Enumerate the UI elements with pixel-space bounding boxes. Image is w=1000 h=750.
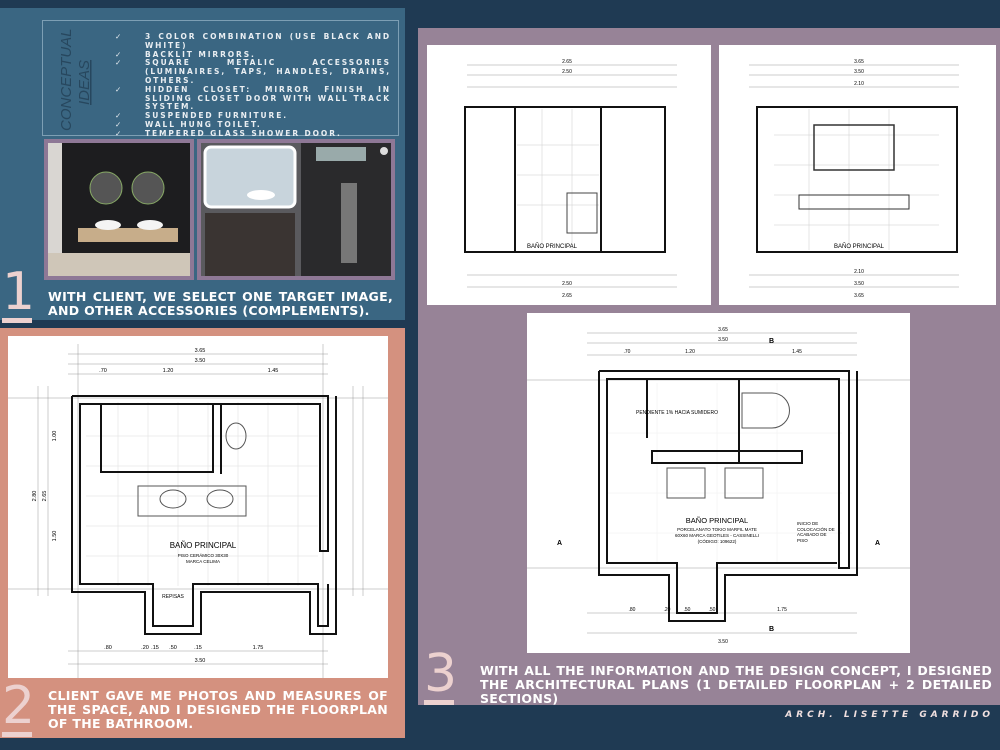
dimension-label: 2.10 [854, 269, 864, 275]
dimension-label: 3.50 [195, 358, 206, 364]
section-mark-a: A [875, 540, 880, 547]
svg-text:CONCEPTUAL: CONCEPTUAL [58, 28, 75, 131]
step-3-caption: WITH ALL THE INFORMATION AND THE DESIGN … [480, 663, 992, 706]
room-name-label: BAÑO PRINCIPAL [170, 541, 237, 550]
idea-item: BACKLIT MIRRORS. [115, 50, 391, 60]
dimension-label: 1.75 [253, 645, 264, 651]
dimension-label: 2.65 [562, 293, 572, 299]
dimension-label: 3.50 [195, 658, 206, 664]
section-b-sheet: BAÑO PRINCIPAL 3.65 3.50 2.10 2.10 3.50 … [719, 45, 996, 305]
dimension-label: .80 [104, 645, 112, 651]
dimension-label: 3.65 [854, 59, 864, 65]
step-number-2: 2 [2, 676, 36, 737]
dimension-label: 1.45 [792, 349, 802, 355]
dimension-label: 3.50 [854, 281, 864, 287]
conceptual-ideas-box: CONCEPTUAL IDEAS 3 COLOR COMBINATION (US… [42, 20, 399, 139]
idea-item: TEMPERED GLASS SHOWER DOOR. [115, 129, 391, 139]
step-number-3: 3 [424, 644, 458, 705]
detailed-floorplan-sheet: PENDIENTE 1% HACIA SUMIDERO BAÑO PRINCIP… [527, 313, 910, 653]
idea-item: SUSPENDED FURNITURE. [115, 111, 391, 121]
target-image-photo [44, 139, 194, 280]
room-name-label: BAÑO PRINCIPAL [834, 243, 885, 250]
dimension-label: .50 [709, 607, 716, 613]
dimension-label: 3.50 [718, 639, 728, 645]
room-name-label: BAÑO PRINCIPAL [527, 243, 578, 250]
initial-floorplan-sheet: BAÑO PRINCIPAL PISO CERÁMICO 30X30 MARCA… [8, 336, 388, 678]
dimension-label: 3.65 [854, 293, 864, 299]
dimension-label: .70 [99, 368, 107, 374]
dimension-label: .15 [194, 645, 202, 651]
dimension-label: .50 [684, 607, 691, 613]
dimension-label: .20 [141, 645, 149, 651]
repisas-label: REPISAS [162, 594, 184, 600]
dimension-label: 2.50 [562, 69, 572, 75]
dimension-label: 1.50 [52, 531, 58, 542]
dimension-label: 3.50 [718, 337, 728, 343]
idea-item: WALL HUNG TOILET. [115, 120, 391, 130]
dimension-label: 2.65 [562, 59, 572, 65]
slope-note: PENDIENTE 1% HACIA SUMIDERO [636, 410, 718, 416]
dimension-label: 1.45 [268, 368, 279, 374]
conceptual-ideas-title: CONCEPTUAL IDEAS [58, 28, 93, 131]
dimension-label: .80 [629, 607, 636, 613]
step-2-caption: CLIENT GAVE ME PHOTOS AND MEASURES OF TH… [48, 688, 388, 731]
initial-floorplan-drawing: BAÑO PRINCIPAL PISO CERÁMICO 30X30 MARCA… [8, 344, 388, 678]
dimension-label: 1.20 [685, 349, 695, 355]
section-mark-b: B [769, 626, 774, 633]
dimension-label: 2.65 [42, 491, 48, 502]
section-a-sheet: BAÑO PRINCIPAL 2.65 2.50 2.50 2.65 [427, 45, 711, 305]
finish-note: INICIO DE COLOCACIÓN DE ACABADO DE PISO [797, 521, 835, 543]
floor-note: 60X60 MARCA GEOTILES - CASSINELLI [675, 533, 759, 538]
idea-item: HIDDEN CLOSET: MIRROR FINISH IN SLIDING … [115, 85, 391, 112]
author-signature: ARCH. LISETTE GARRIDO [785, 710, 994, 720]
floor-note: PISO CERÁMICO 30X30 [178, 552, 229, 558]
section-mark-a: A [557, 540, 562, 547]
idea-item: 3 COLOR COMBINATION (USE BLACK AND WHITE… [115, 32, 391, 51]
mirror-and-shower-photos [201, 143, 391, 276]
detailed-floorplan-drawing: PENDIENTE 1% HACIA SUMIDERO BAÑO PRINCIP… [527, 327, 910, 645]
dimension-label: .20 [664, 607, 671, 613]
step-number-1: 1 [2, 262, 36, 323]
dimension-label: 2.50 [562, 281, 572, 287]
section-mark-b: B [769, 338, 774, 345]
svg-text:IDEAS: IDEAS [76, 60, 93, 105]
dimension-label: .70 [624, 349, 631, 355]
panel-conceptual-ideas: CONCEPTUAL IDEAS 3 COLOR COMBINATION (US… [0, 8, 405, 323]
dimension-label: 1.75 [777, 607, 787, 613]
floor-note: PORCELANATO TOKIO MARFIL MATE [677, 527, 757, 532]
idea-item: SQUARE METALIC ACCESSORIES (LUMINAIRES, … [115, 58, 391, 85]
section-b-drawing: BAÑO PRINCIPAL 3.65 3.50 2.10 2.10 3.50 … [749, 59, 959, 299]
section-a-drawing: BAÑO PRINCIPAL 2.65 2.50 2.50 2.65 [464, 59, 677, 299]
step-1-caption: WITH CLIENT, WE SELECT ONE TARGET IMAGE,… [48, 289, 393, 318]
accessories-photos [197, 139, 395, 280]
dimension-label: 1.20 [163, 368, 174, 374]
bathroom-vanity-photo [48, 143, 190, 276]
floor-note: MARCA CELIMA [186, 559, 220, 564]
panel-client-floorplan: BAÑO PRINCIPAL PISO CERÁMICO 30X30 MARCA… [0, 328, 405, 738]
dimension-label: 2.10 [854, 81, 864, 87]
dimension-label: 3.50 [854, 69, 864, 75]
ideas-list: 3 COLOR COMBINATION (USE BLACK AND WHITE… [115, 32, 391, 139]
dimension-label: .15 [151, 645, 159, 651]
room-name-label: BAÑO PRINCIPAL [686, 516, 748, 525]
panel-architectural-plans: BAÑO PRINCIPAL 2.65 2.50 2.50 2.65 BAÑO … [418, 28, 1000, 706]
floor-note: (CÓDIGO: 109622) [698, 538, 737, 544]
dimension-label: .50 [169, 645, 177, 651]
dimension-label: 1.00 [52, 431, 58, 442]
dimension-label: 3.65 [195, 348, 206, 354]
dimension-label: 3.65 [718, 327, 728, 333]
dimension-label: 2.80 [32, 491, 38, 502]
